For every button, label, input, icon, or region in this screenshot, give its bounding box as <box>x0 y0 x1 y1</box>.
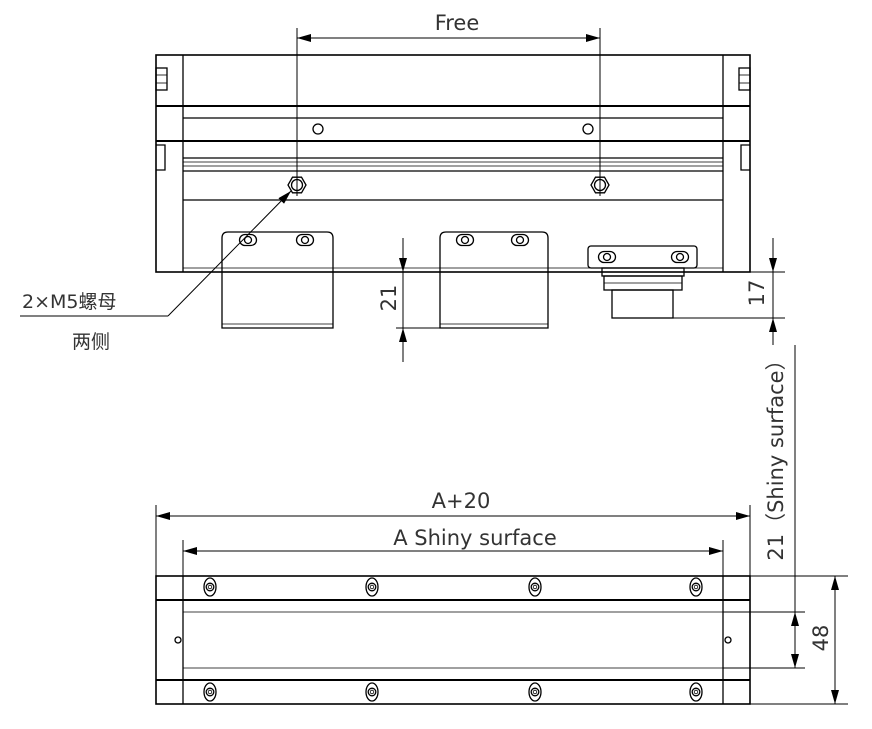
slot-hole <box>597 250 617 264</box>
mounting-bracket-left <box>221 231 334 329</box>
shiny-offset-label: 21（Shiny surface） <box>764 349 788 560</box>
left-cap-notch <box>156 144 166 171</box>
screw-hole <box>528 577 542 597</box>
cable-connector <box>587 245 698 319</box>
screw-hole <box>365 577 379 597</box>
dimension-shiny-length: A Shiny surface <box>182 526 724 576</box>
nut-callout: 2×M5螺母 两侧 <box>20 190 292 353</box>
end-cap-hole <box>724 636 732 644</box>
slot-hole <box>670 250 690 264</box>
top-view <box>155 54 751 329</box>
dimension-free: Free <box>296 11 601 196</box>
dimension-overall-length: A+20 <box>155 489 751 576</box>
dimension-shiny-offset: 21（Shiny surface） <box>723 345 805 669</box>
screw-hole <box>365 682 379 702</box>
right-cap-tab <box>738 67 751 91</box>
width-label: 48 <box>809 625 833 652</box>
overall-length-label: A+20 <box>432 489 491 513</box>
dimension-connector-height: 17 <box>673 238 785 345</box>
mounting-bracket-right <box>439 231 549 329</box>
housing-hole <box>582 123 594 135</box>
screw-hole <box>203 577 217 597</box>
bracket-height-label: 21 <box>377 285 401 312</box>
shiny-length-label: A Shiny surface <box>393 526 557 550</box>
housing-outline <box>155 54 751 273</box>
free-label: Free <box>435 11 480 35</box>
slot-hole <box>238 233 258 247</box>
screw-hole <box>203 682 217 702</box>
slot-hole <box>455 233 475 247</box>
left-cap-tab <box>155 67 168 91</box>
dimension-bracket-height: 21 <box>377 238 440 362</box>
end-cap-hole <box>174 636 182 644</box>
nut-callout-label: 2×M5螺母 <box>22 291 117 313</box>
screw-hole <box>528 682 542 702</box>
right-cap-notch <box>740 144 750 171</box>
screw-hole <box>689 577 703 597</box>
bottom-housing-outline <box>155 575 751 705</box>
slot-hole <box>510 233 530 247</box>
screw-hole <box>689 682 703 702</box>
housing-hole <box>312 123 324 135</box>
bottom-view <box>155 575 751 705</box>
nut-callout-note: 两侧 <box>72 331 110 353</box>
dimension-width: 48 <box>750 575 848 705</box>
slot-hole <box>295 233 315 247</box>
connector-height-label: 17 <box>745 280 769 307</box>
